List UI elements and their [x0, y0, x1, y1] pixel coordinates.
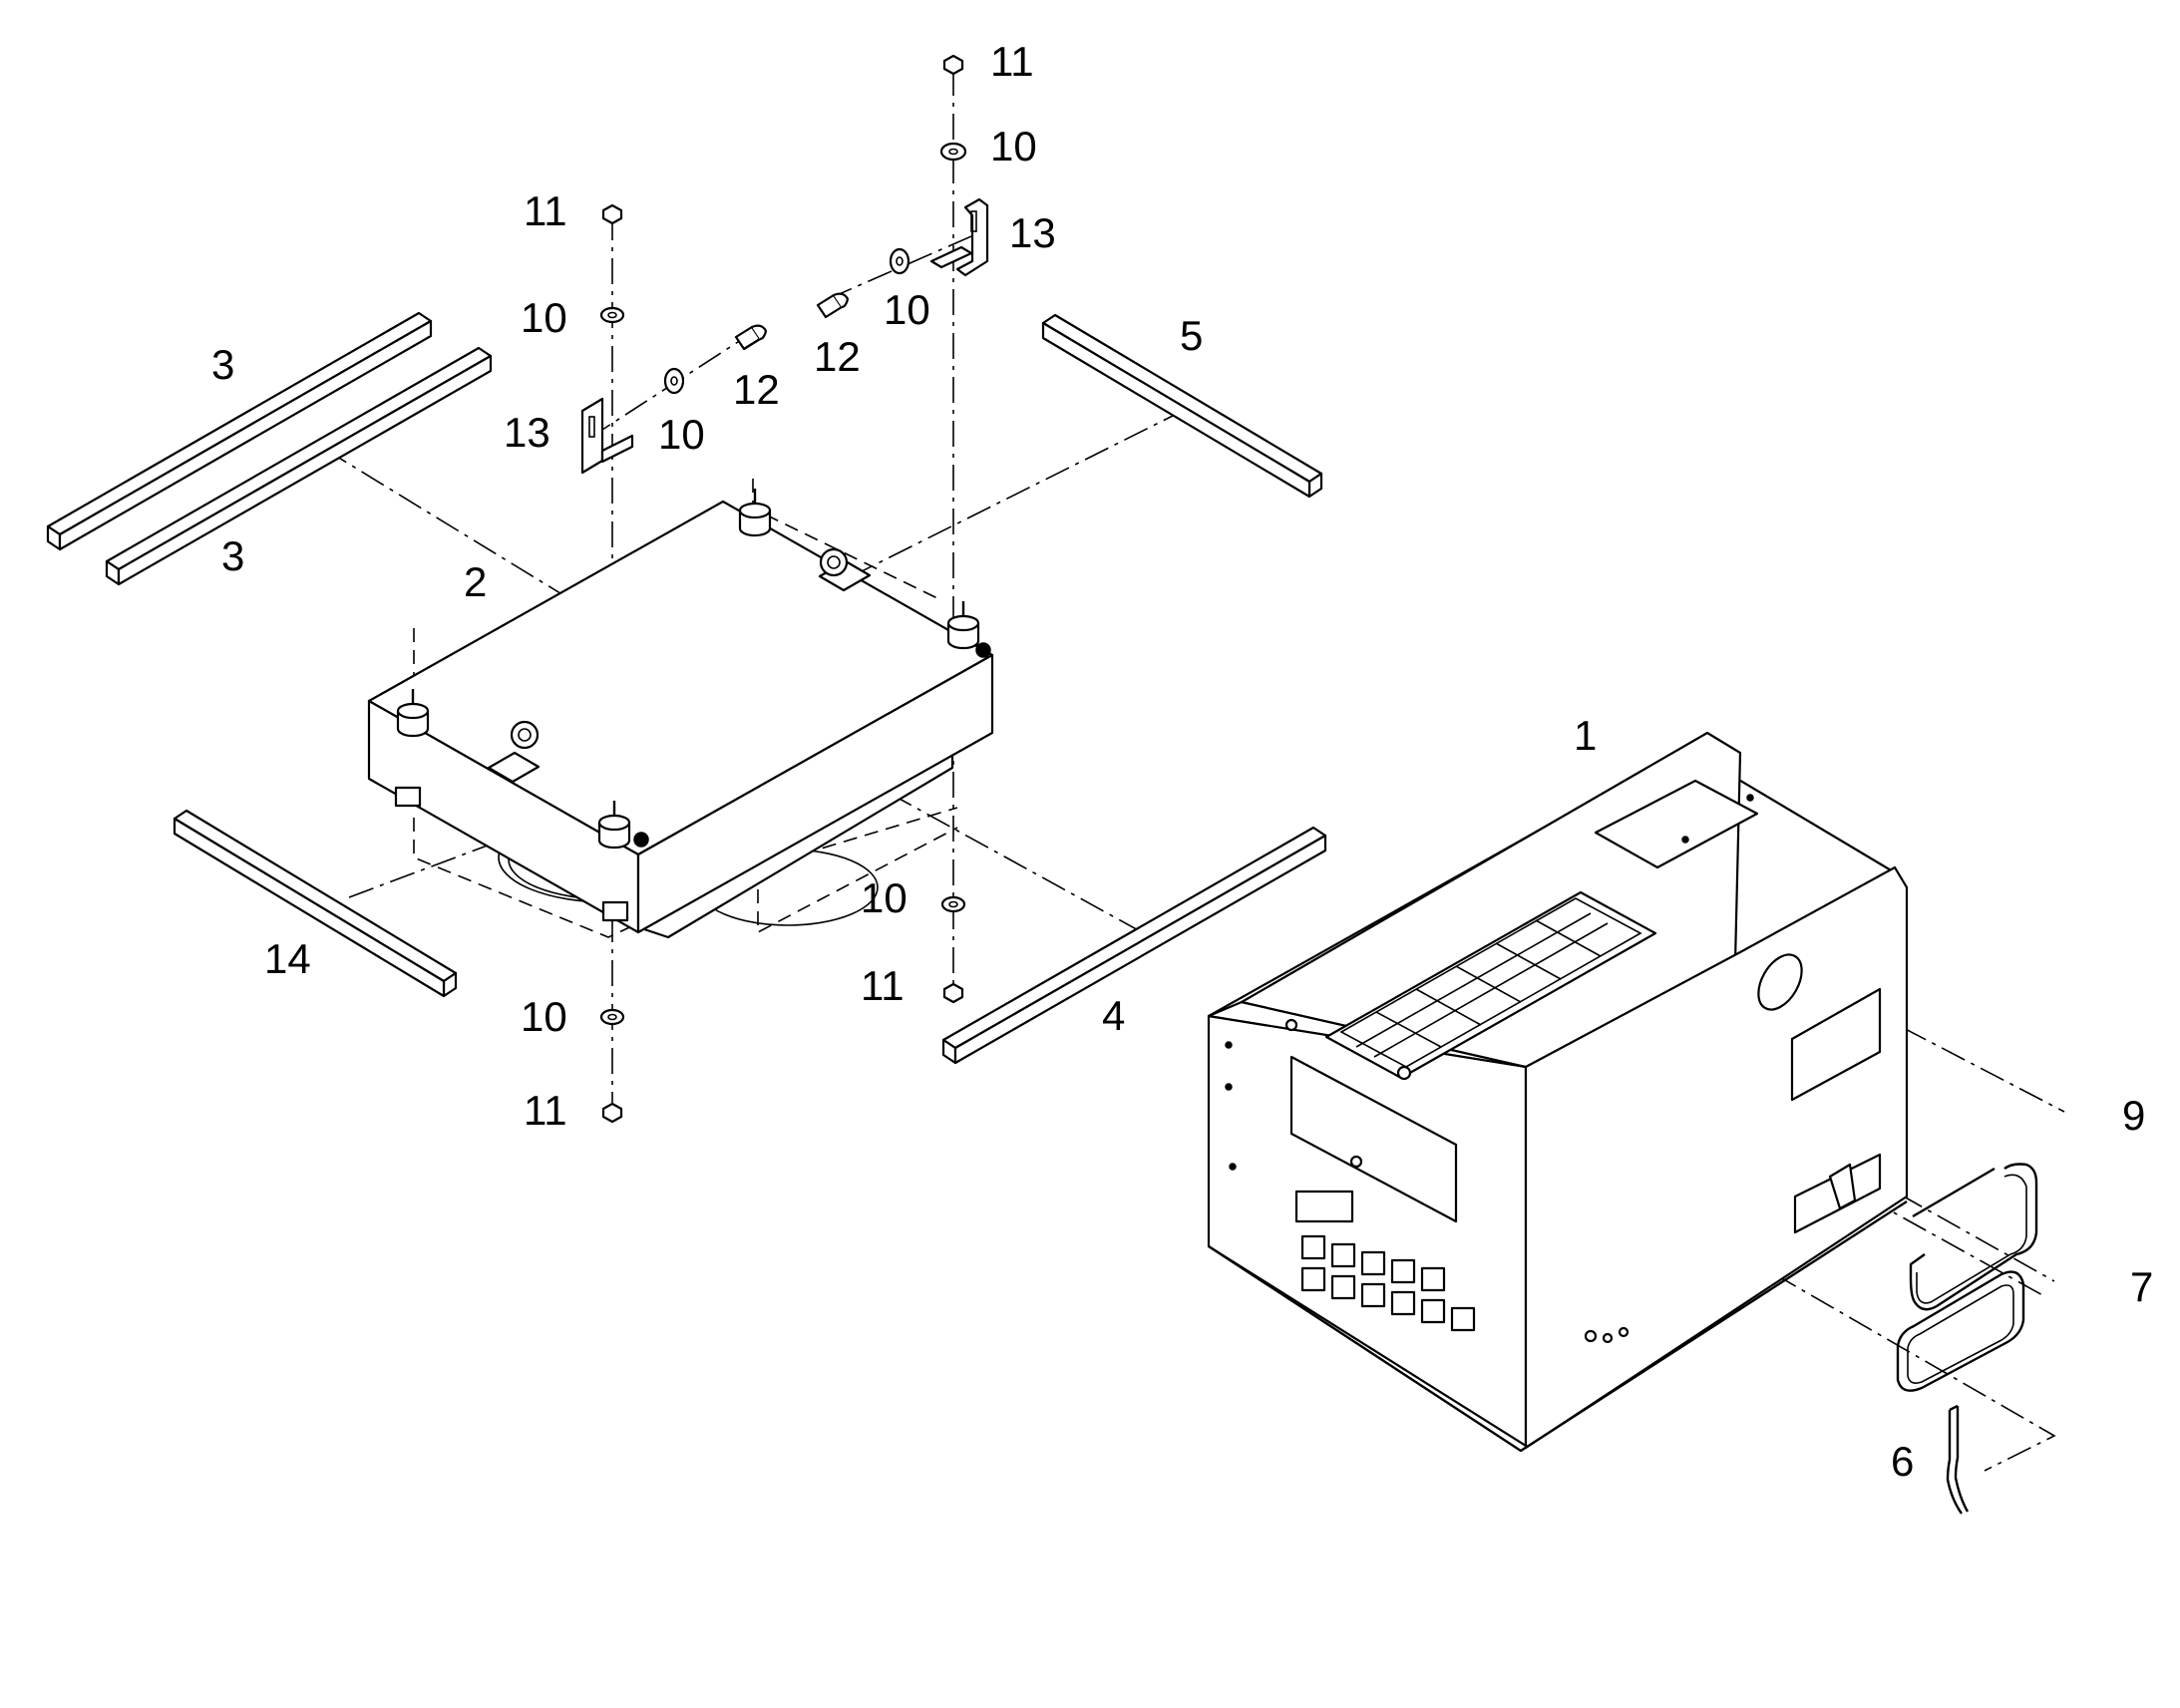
washer-10-left-mid — [663, 367, 685, 395]
seal-9 — [1909, 1163, 2038, 1311]
callout-10-left-mid: 10 — [658, 411, 705, 458]
callout-10-left-bottom: 10 — [521, 993, 567, 1040]
strip-3-lower — [105, 346, 493, 586]
callout-10-right-top: 10 — [990, 123, 1037, 170]
strip-4 — [941, 826, 1327, 1065]
washer-10-right-top — [939, 142, 967, 162]
bracket-13-right — [929, 197, 989, 277]
callout-1: 1 — [1574, 712, 1597, 759]
callout-6: 6 — [1891, 1438, 1914, 1485]
callout-5: 5 — [1180, 312, 1203, 359]
callout-7: 7 — [2130, 1263, 2153, 1310]
keypad — [1294, 1190, 1476, 1332]
mount-post — [396, 689, 430, 738]
housing — [1207, 731, 1909, 1453]
mount-post — [946, 601, 980, 650]
washer-10-right-mid — [889, 247, 910, 275]
callout-11-right-bottom: 11 — [861, 962, 905, 1009]
cable-gland — [487, 720, 541, 784]
callout-12-left: 12 — [733, 366, 780, 413]
screw-12-right — [816, 292, 850, 319]
strip-3-upper — [46, 311, 433, 551]
strip-14 — [173, 809, 458, 998]
nut-11-right-bottom — [942, 982, 964, 1004]
callout-10-right-mid: 10 — [884, 286, 930, 333]
callout-11-left-top: 11 — [524, 187, 567, 234]
callout-13-right: 13 — [1009, 209, 1056, 256]
callout-3-lower: 3 — [221, 532, 244, 579]
seal-6 — [1946, 1404, 1970, 1515]
washer-10-right-bottom — [940, 895, 966, 913]
screw-12-left — [734, 324, 768, 351]
cable-gland — [818, 547, 872, 592]
nut-11-right-top — [942, 54, 964, 76]
nut-11-left-top — [601, 203, 623, 225]
callout-3-upper: 3 — [211, 341, 234, 388]
callout-13-left: 13 — [504, 409, 550, 456]
callout-14: 14 — [264, 935, 311, 982]
washer-10-left-bottom — [599, 1008, 625, 1026]
nut-11-left-bottom — [601, 1102, 623, 1124]
seal-7 — [1896, 1270, 2025, 1392]
mount-post — [597, 801, 631, 850]
box-unit — [367, 489, 994, 939]
mount-post — [738, 489, 772, 537]
callout-2: 2 — [464, 558, 487, 605]
callout-4: 4 — [1102, 992, 1125, 1039]
callout-9: 9 — [2122, 1092, 2145, 1139]
callout-12-right: 12 — [814, 333, 861, 380]
callout-10-left-top: 10 — [521, 294, 567, 341]
strip-5 — [1041, 313, 1323, 499]
bracket-13-left — [580, 397, 634, 475]
callout-10-right-bottom: 10 — [861, 874, 908, 921]
callout-11-left-bottom: 11 — [524, 1087, 567, 1134]
callouts: 1 2 3 3 4 5 6 7 9 10 10 10 10 10 10 11 1… — [211, 38, 2153, 1485]
callout-11-right-top: 11 — [990, 38, 1034, 85]
washer-10-left-top — [599, 306, 625, 324]
